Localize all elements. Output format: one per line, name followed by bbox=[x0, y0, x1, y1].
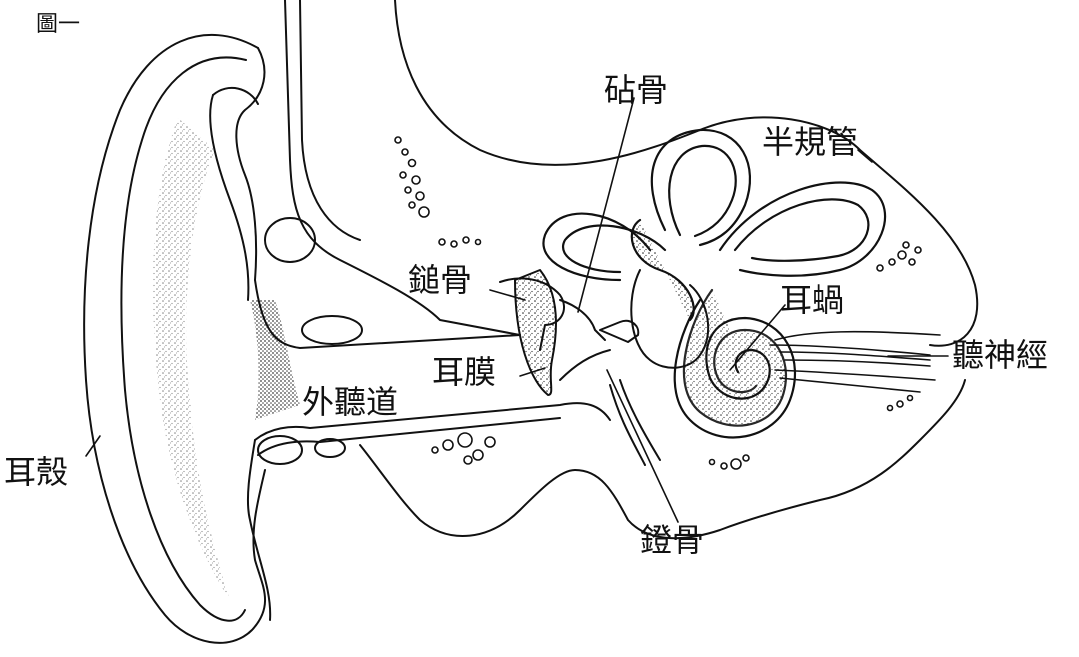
mastoid-air-cells bbox=[394, 136, 922, 470]
label-cochlea: 耳蝸 bbox=[780, 281, 845, 319]
stapes-bone bbox=[599, 319, 640, 343]
semicircular-canals-drawing bbox=[542, 128, 887, 322]
cochlea-drawing bbox=[673, 288, 797, 439]
stapes-leader bbox=[606, 369, 679, 523]
label-stapes: 鐙骨 bbox=[640, 521, 705, 559]
semicircular-leader bbox=[857, 149, 873, 163]
eardrum-shape bbox=[514, 269, 557, 396]
incus-leader bbox=[577, 97, 635, 313]
canal-upper-wall bbox=[254, 279, 521, 349]
auricle-outline bbox=[83, 34, 267, 644]
concha-stipple bbox=[250, 300, 300, 420]
label-auricle: 耳殼 bbox=[4, 453, 69, 491]
auditory-nerve-drawing bbox=[769, 330, 941, 393]
bone-outline-upper bbox=[284, 0, 521, 336]
label-incus: 砧骨 bbox=[604, 71, 669, 109]
auricle-leader bbox=[85, 435, 101, 457]
bone-outline-lower bbox=[359, 379, 966, 540]
label-semicircular-canals: 半規管 bbox=[762, 123, 859, 161]
helix-fold bbox=[235, 47, 266, 281]
cochlea-leader bbox=[729, 304, 786, 371]
figure-number: 圖一 bbox=[36, 12, 81, 37]
label-ear-canal: 外聽道 bbox=[302, 383, 399, 421]
label-eardrum: 耳膜 bbox=[432, 353, 497, 391]
auricle-stippled-ridge bbox=[153, 118, 230, 600]
label-auditory-nerve: 聽神經 bbox=[952, 336, 1049, 374]
malleus-leader bbox=[489, 289, 526, 301]
auricle-inner-rim bbox=[120, 56, 247, 622]
eardrum-leader bbox=[519, 367, 546, 377]
incus-bone bbox=[559, 299, 606, 341]
malleus-bone bbox=[499, 277, 565, 351]
canal-lower-wall bbox=[254, 402, 611, 441]
label-malleus: 鎚骨 bbox=[408, 261, 473, 299]
